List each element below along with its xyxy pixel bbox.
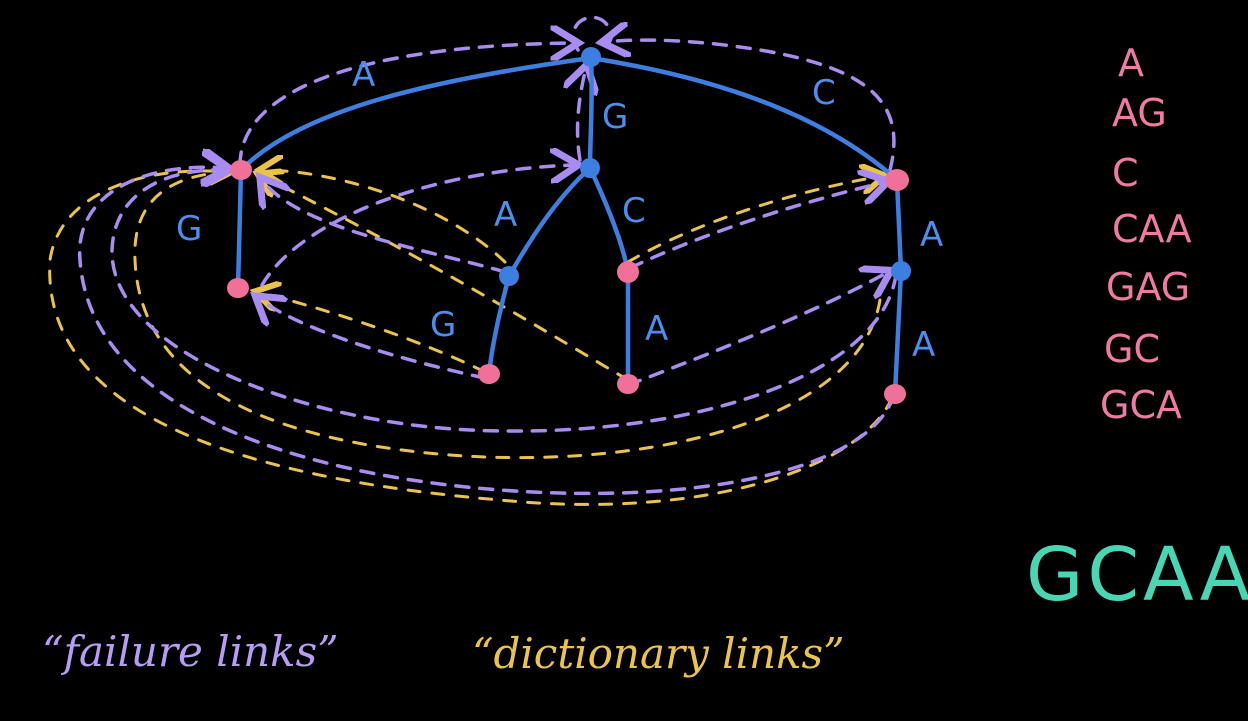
dictionary-word: GCA <box>1100 383 1182 427</box>
edge-a-ag <box>235 167 244 291</box>
edge-root-g <box>587 55 594 171</box>
node-a <box>230 160 252 180</box>
label-ga-g: G <box>430 305 456 345</box>
dictionary-word: GC <box>1104 327 1160 371</box>
dict-link-ga-to-a <box>262 170 507 264</box>
legend: “failure links” “dictionary links” <box>42 627 845 678</box>
dict-link-gc-to-c <box>626 176 882 264</box>
label-root-c: C <box>812 73 836 113</box>
fail-link-ga-to-a <box>262 180 507 274</box>
dict-link-gag-to-ag <box>258 292 487 374</box>
label-root-a: A <box>352 55 375 95</box>
label-root-g: G <box>602 97 628 137</box>
dictionary-word: C <box>1112 151 1139 195</box>
fail-link-g-to-root <box>578 68 586 162</box>
fail-link-gc-to-c <box>628 182 885 270</box>
dictionary-word-list: A AG C CAA GAG GC GCA <box>1100 41 1192 427</box>
node-gag <box>478 364 500 384</box>
node-ag <box>227 278 249 298</box>
node-g <box>580 158 600 178</box>
dictionary-word: CAA <box>1112 207 1192 251</box>
trie-nodes <box>227 47 911 404</box>
label-g-c: C <box>622 191 646 231</box>
edge-labels: A G C G A C G A A A <box>176 55 943 365</box>
query-string: GCAA <box>1026 532 1248 618</box>
label-ca-a: A <box>912 325 935 365</box>
node-gca <box>617 374 639 394</box>
edge-root-c <box>588 55 900 183</box>
dictionary-word: AG <box>1112 91 1167 135</box>
node-ca <box>891 261 911 281</box>
node-root <box>581 47 601 67</box>
edge-g-ga <box>506 165 593 279</box>
label-gc-a: A <box>645 309 668 349</box>
edge-c-ca <box>894 177 904 274</box>
dict-link-caa-to-a-outer <box>48 171 894 506</box>
dict-link-gca-to-a <box>260 175 630 382</box>
edge-root-a <box>238 55 594 173</box>
fail-link-a-to-root <box>238 43 575 167</box>
failure-links <box>78 15 898 496</box>
fail-link-caa-to-a-outer <box>78 167 896 496</box>
edge-ga-gag <box>486 273 512 377</box>
label-c-a: A <box>920 215 943 255</box>
edge-ca-caa <box>892 268 904 397</box>
dictionary-links <box>48 170 894 506</box>
node-c <box>885 169 909 191</box>
label-g-a: A <box>494 195 517 235</box>
fail-link-gag-to-ag <box>258 298 487 380</box>
label-a-g: G <box>176 209 202 249</box>
node-gc <box>617 261 639 283</box>
fail-link-root-self <box>571 15 613 54</box>
node-caa <box>884 384 906 404</box>
fail-link-ca-to-a-outer <box>110 170 898 433</box>
dict-link-ca-to-a-outer <box>133 170 882 460</box>
fail-link-c-to-root <box>605 40 896 172</box>
dictionary-word: GAG <box>1106 265 1190 309</box>
node-ga <box>499 266 519 286</box>
dictionary-word: A <box>1118 41 1144 85</box>
fail-link-ag-to-g <box>260 165 575 287</box>
legend-dictionary-links: “dictionary links” <box>472 629 845 678</box>
legend-failure-links: “failure links” <box>42 627 339 676</box>
fail-link-gca-to-ca <box>626 272 888 387</box>
